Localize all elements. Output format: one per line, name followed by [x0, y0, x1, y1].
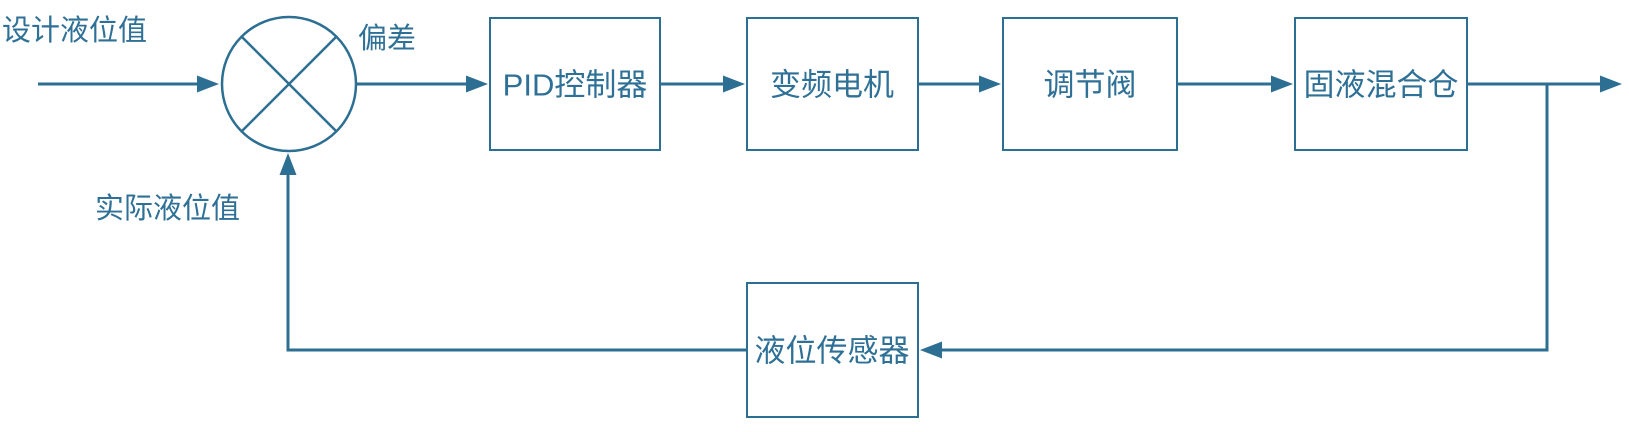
- block-mixing-tank-box: [1294, 17, 1468, 151]
- block-mixing-tank: 固液混合仓: [1294, 17, 1468, 151]
- block-vfd-motor-box: [746, 17, 919, 151]
- label-setpoint: 设计液位值: [2, 14, 147, 47]
- block-vfd-motor: 变频电机: [746, 17, 919, 151]
- arrowhead-into-junction-left: [197, 75, 219, 93]
- wires: [38, 82, 1602, 352]
- summing-junction: [220, 15, 358, 153]
- block-control-valve-label: 调节阀: [1044, 68, 1137, 103]
- block-level-sensor-label: 液位传感器: [755, 334, 910, 369]
- block-vfd-motor-label: 变频电机: [770, 68, 894, 103]
- arrowhead-output: [1600, 75, 1622, 93]
- arrowhead-into-pid: [466, 75, 488, 93]
- wire-feedback-branch-to-sensor: [940, 84, 1549, 352]
- arrowheads: [197, 75, 1622, 359]
- block-level-sensor: 液位传感器: [746, 282, 919, 418]
- block-mixing-tank-label: 固液混合仓: [1304, 68, 1459, 103]
- block-control-valve: 调节阀: [1002, 17, 1178, 151]
- block-level-sensor-box: [746, 282, 919, 418]
- arrowhead-into-valve: [979, 75, 1001, 93]
- block-pid-controller-box: [489, 17, 661, 151]
- block-control-valve-box: [1002, 17, 1178, 151]
- label-feedback: 实际液位值: [95, 192, 240, 225]
- block-pid-controller-label: PID控制器: [503, 68, 648, 103]
- arrowhead-into-sensor: [920, 341, 942, 359]
- arrowhead-into-junction-bottom: [279, 153, 297, 175]
- arrowhead-into-motor: [723, 75, 745, 93]
- arrowhead-into-tank: [1271, 75, 1293, 93]
- block-pid-controller: PID控制器: [489, 17, 661, 151]
- wire-sensor-to-junction: [286, 173, 747, 352]
- label-error: 偏差: [358, 22, 416, 55]
- summing-junction-x-line: [240, 35, 338, 133]
